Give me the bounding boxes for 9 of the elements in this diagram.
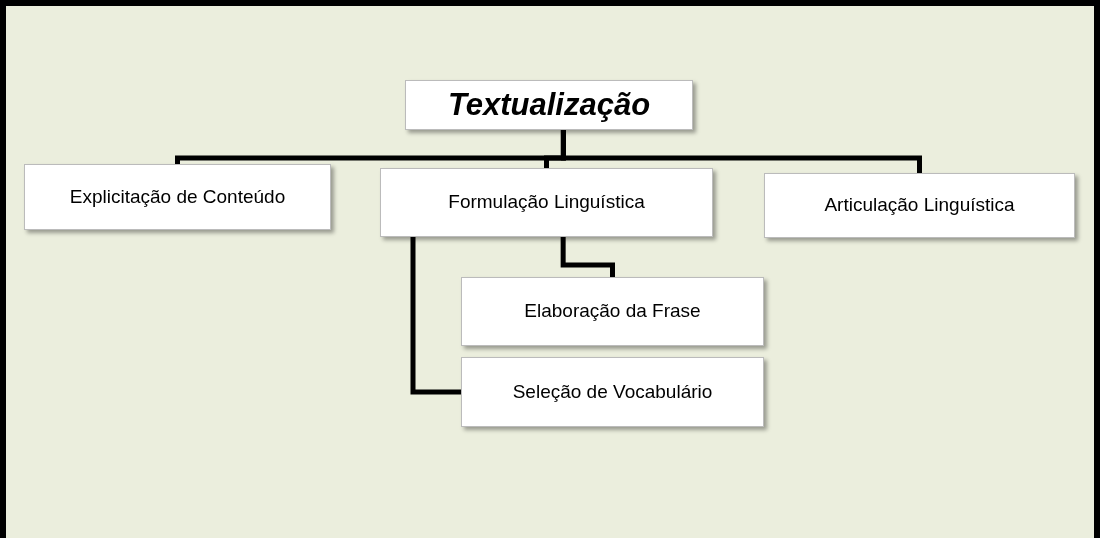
topic-box: Seleção de Vocabulário	[461, 357, 764, 427]
connector-line	[560, 130, 922, 173]
connector-line	[410, 237, 461, 395]
topic-box: Explicitação de Conteúdo	[24, 164, 331, 230]
title-box: Textualização	[405, 80, 693, 130]
topic-box: Articulação Linguística	[764, 173, 1075, 238]
topic-box: Formulação Linguística	[380, 168, 713, 237]
topic-box: Elaboração da Frase	[461, 277, 764, 346]
connector-line	[560, 237, 615, 277]
